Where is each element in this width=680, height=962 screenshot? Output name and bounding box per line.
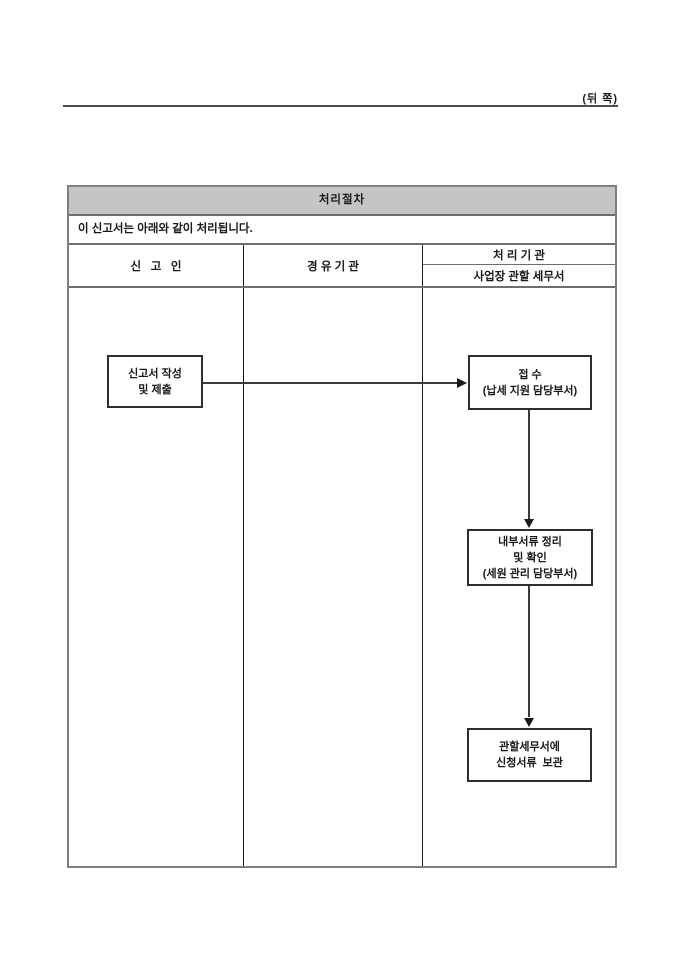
flow-box-text-line: 및 확인 bbox=[513, 551, 547, 564]
column-header-processing-agency-group: 처 리 기 관 사업장 관할 세무서 bbox=[423, 245, 615, 286]
flow-box-prepare-submit: 신고서 작성 및 제출 bbox=[107, 355, 203, 408]
flow-box-receipt: 접 수 (납세 지원 담당부서) bbox=[468, 355, 592, 410]
flow-box-text-line: 및 제출 bbox=[138, 383, 172, 396]
flow-box-text-line: (납세 지원 담당부서) bbox=[482, 384, 578, 397]
flow-box-text-line: 신고서 작성 bbox=[128, 367, 182, 380]
column-header-processing-agency: 처 리 기 관 bbox=[423, 245, 615, 265]
table-description: 이 신고서는 아래와 같이 처리됩니다. bbox=[69, 216, 615, 245]
top-horizontal-rule bbox=[63, 105, 618, 107]
procedure-table: 처리절차 이 신고서는 아래와 같이 처리됩니다. 신 고 인 경 유 기 관 … bbox=[67, 185, 617, 868]
flow-box-text-line: 내부서류 정리 bbox=[498, 535, 562, 548]
arrow-down-icon bbox=[524, 519, 534, 528]
flow-box-text-line: 관할세무서에 bbox=[499, 741, 560, 753]
flowchart-body: 신고서 작성 및 제출 접 수 (납세 지원 담당부서) 내부서류 정리 및 확… bbox=[69, 288, 615, 866]
column-header-row: 신 고 인 경 유 기 관 처 리 기 관 사업장 관할 세무서 bbox=[69, 245, 615, 288]
flow-box-archive-documents: 관할세무서에 신청서류 보관 bbox=[467, 728, 592, 782]
connector-horizontal bbox=[203, 382, 457, 384]
flow-box-internal-document-check: 내부서류 정리 및 확인 (세원 관리 담당부서) bbox=[467, 529, 593, 586]
arrow-down-icon bbox=[524, 718, 534, 727]
arrow-right-icon bbox=[457, 378, 467, 388]
flow-box-text-line: 신청서류 보관 bbox=[496, 757, 563, 769]
connector-vertical bbox=[528, 586, 530, 717]
flow-box-text-line: (세원 관리 담당부서) bbox=[482, 567, 578, 580]
connector-vertical bbox=[528, 410, 530, 519]
column-header-reporter: 신 고 인 bbox=[69, 245, 244, 286]
flow-box-text-line: 접 수 bbox=[518, 368, 542, 381]
body-column-via-agency bbox=[244, 288, 423, 866]
body-column-reporter bbox=[69, 288, 244, 866]
column-header-jurisdiction-tax-office: 사업장 관할 세무서 bbox=[473, 270, 565, 283]
column-header-via-agency: 경 유 기 관 bbox=[244, 245, 423, 286]
back-side-label: (뒤 쪽) bbox=[582, 93, 618, 105]
table-title: 처리절차 bbox=[69, 187, 615, 216]
